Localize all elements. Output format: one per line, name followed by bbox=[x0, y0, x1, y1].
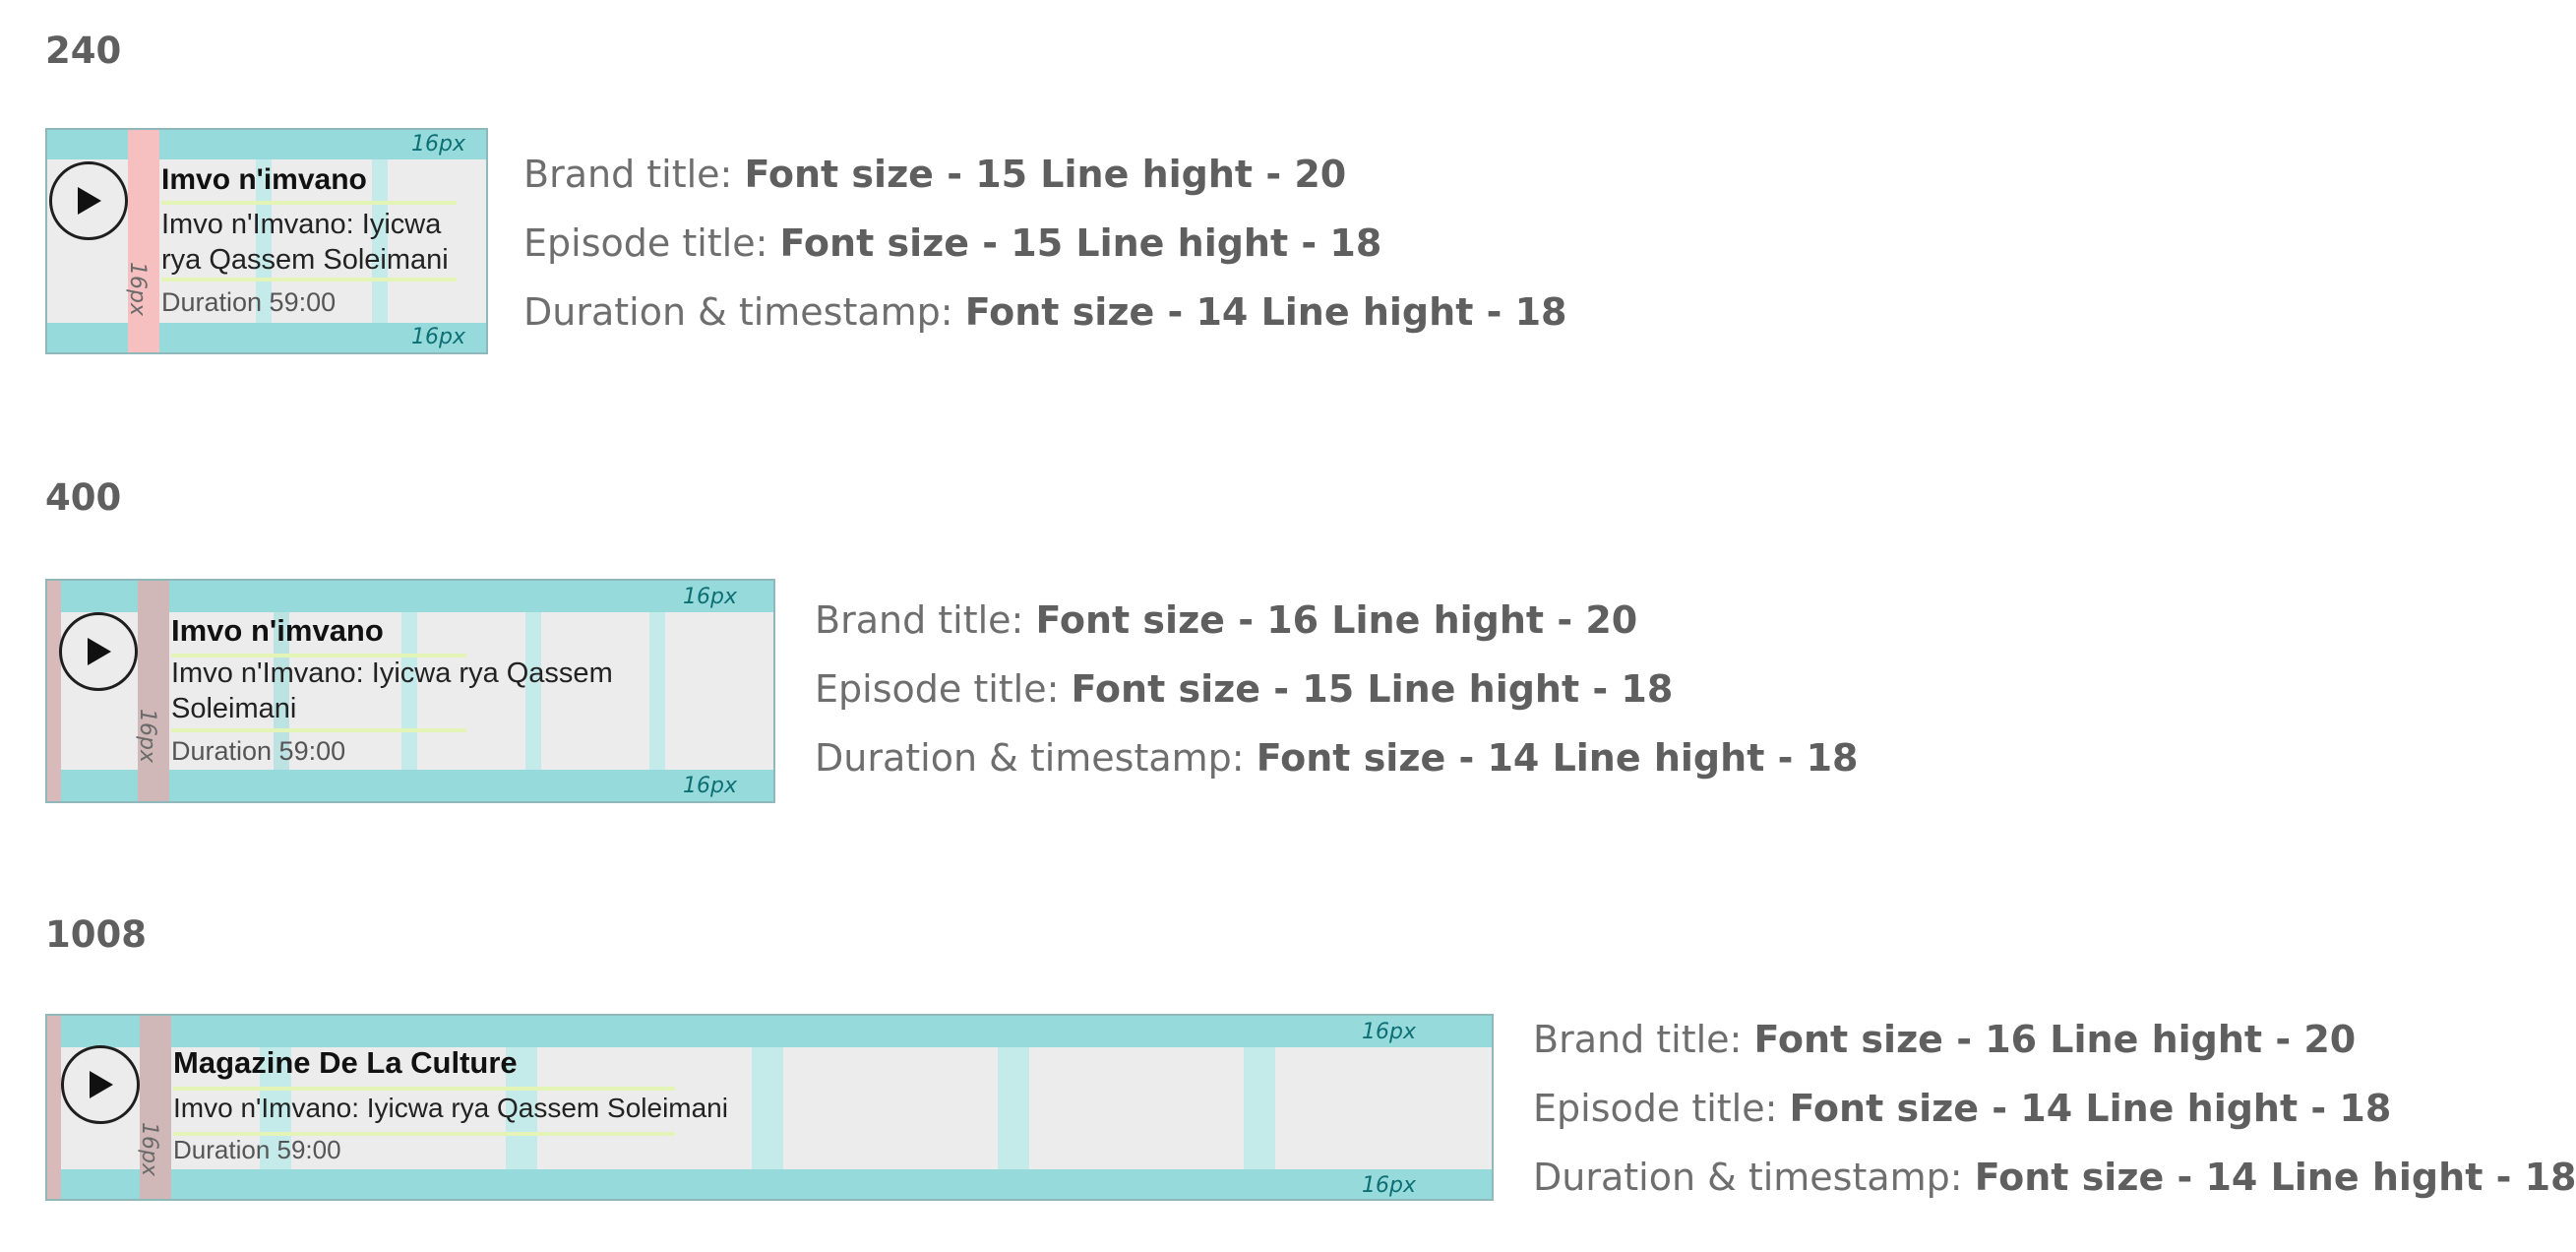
spec-brand-1008: Brand title: Font size - 16 Line hight -… bbox=[1533, 1018, 2357, 1061]
spec-brand-240: Brand title: Font size - 15 Line hight -… bbox=[523, 153, 1347, 196]
card-frame-1008: 16px 16px 16px Magazine De La Culture Im… bbox=[45, 1014, 1494, 1201]
play-icon bbox=[78, 187, 101, 215]
play-button[interactable] bbox=[49, 161, 128, 240]
padding-label-vertical: 16px bbox=[137, 1122, 161, 1176]
padding-label-top: 16px bbox=[1362, 1020, 1416, 1044]
brand-title: Imvo n'imvano bbox=[171, 613, 384, 648]
spec-episode-400: Episode title: Font size - 15 Line hight… bbox=[815, 667, 1674, 711]
duration-label: Duration 59:00 bbox=[171, 736, 346, 766]
spec-episode-240: Episode title: Font size - 15 Line hight… bbox=[523, 221, 1382, 265]
card-frame-400: 16px 16px 16px Imvo n'imvano Imvo n'Imva… bbox=[45, 579, 775, 803]
padding-label-bottom: 16px bbox=[683, 774, 737, 798]
padding-label-vertical: 16px bbox=[125, 262, 150, 316]
padding-label-top: 16px bbox=[411, 132, 465, 156]
spec-duration-240: Duration & timestamp: Font size - 14 Lin… bbox=[523, 290, 1567, 334]
padding-label-top: 16px bbox=[683, 585, 737, 609]
brand-title: Magazine De La Culture bbox=[173, 1045, 518, 1080]
play-icon bbox=[90, 1071, 113, 1098]
breakpoint-label-400: 400 bbox=[45, 476, 122, 519]
spec-duration-1008: Duration & timestamp: Font size - 14 Lin… bbox=[1533, 1156, 2576, 1199]
play-button[interactable] bbox=[61, 1045, 140, 1124]
play-icon bbox=[88, 638, 111, 665]
padding-label-vertical: 16px bbox=[135, 709, 159, 763]
duration-label: Duration 59:00 bbox=[161, 287, 337, 317]
breakpoint-label-240: 240 bbox=[45, 30, 122, 72]
spec-episode-1008: Episode title: Font size - 14 Line hight… bbox=[1533, 1087, 2392, 1130]
episode-title: Imvo n'Imvano: Iyicwa rya Qassem Soleima… bbox=[173, 1093, 728, 1123]
spec-duration-400: Duration & timestamp: Font size - 14 Lin… bbox=[815, 736, 1859, 780]
padding-label-bottom: 16px bbox=[1362, 1173, 1416, 1198]
duration-label: Duration 59:00 bbox=[173, 1135, 341, 1164]
episode-title: Imvo n'Imvano: Iyicwa rya Qassem Soleima… bbox=[161, 209, 449, 276]
brand-title: Imvo n'imvano bbox=[161, 163, 367, 196]
episode-title: Imvo n'Imvano: Iyicwa rya Qassem Soleima… bbox=[171, 657, 613, 724]
spec-brand-400: Brand title: Font size - 16 Line hight -… bbox=[815, 598, 1638, 642]
card-frame-240: 16px 16px 16px Imvo n'imvano Imvo n'Imva… bbox=[45, 128, 488, 354]
breakpoint-label-1008: 1008 bbox=[45, 913, 147, 956]
padding-label-bottom: 16px bbox=[411, 325, 465, 349]
play-button[interactable] bbox=[59, 612, 138, 691]
